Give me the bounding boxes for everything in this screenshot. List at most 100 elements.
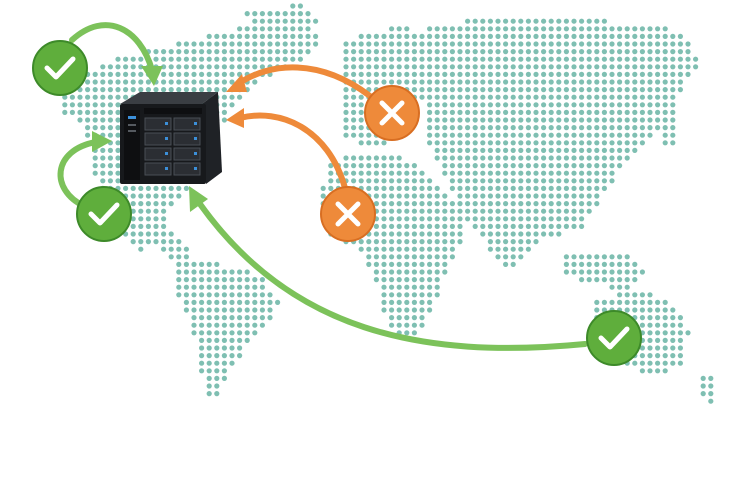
map-dot: [351, 178, 357, 184]
map-dot: [571, 147, 577, 153]
map-dot: [267, 33, 273, 40]
map-dot: [655, 33, 661, 40]
map-dot: [647, 292, 653, 298]
map-dot: [434, 216, 440, 222]
map-dot: [267, 307, 273, 313]
map-dot: [617, 117, 623, 123]
map-dot: [563, 163, 570, 169]
map-dot: [123, 64, 129, 70]
map-dot: [563, 109, 570, 115]
map-dot: [617, 64, 623, 70]
map-dot: [373, 239, 379, 245]
map-dot: [579, 185, 585, 191]
map-dot: [601, 87, 608, 93]
map-dot: [366, 56, 372, 62]
map-dot: [366, 163, 372, 169]
map-dot: [267, 315, 273, 321]
map-dot: [297, 41, 303, 47]
map-dot: [465, 64, 471, 70]
map-dot: [472, 109, 478, 115]
map-dot: [647, 117, 653, 123]
map-dot: [221, 299, 227, 305]
map-dot: [320, 185, 326, 191]
map-dot: [624, 33, 630, 40]
map-dot: [457, 178, 463, 184]
map-dot: [655, 368, 661, 374]
map-dot: [351, 102, 357, 108]
map-dot: [510, 87, 516, 93]
map-dot: [259, 292, 265, 298]
map-dot: [244, 33, 250, 40]
map-dot: [449, 33, 455, 40]
map-dot: [373, 33, 379, 40]
map-dot: [373, 140, 379, 146]
map-dot: [168, 201, 174, 207]
map-dot: [503, 117, 509, 123]
map-dot: [442, 94, 448, 100]
map-dot: [480, 147, 486, 153]
map-dot: [449, 254, 455, 260]
map-dot: [267, 18, 273, 24]
map-dot: [601, 155, 608, 161]
map-dot: [601, 26, 608, 32]
map-dot: [343, 102, 349, 108]
map-dot: [313, 41, 319, 47]
map-dot: [579, 132, 585, 138]
map-dot: [495, 132, 501, 138]
map-dot: [510, 193, 516, 199]
map-dot: [138, 64, 144, 70]
map-dot: [639, 71, 646, 77]
map-dot: [411, 185, 417, 191]
map-dot: [145, 201, 151, 207]
map-dot: [434, 64, 440, 70]
map-dot: [434, 292, 440, 298]
map-dot: [594, 163, 600, 169]
map-dot: [206, 330, 212, 336]
allowed-badge-north-america-south: [76, 186, 132, 242]
allowed-arrow-north-america-north: [69, 22, 155, 73]
map-dot: [556, 140, 562, 146]
map-dot: [411, 170, 417, 176]
map-dot: [563, 155, 570, 161]
map-dot: [92, 94, 98, 100]
map-dot: [503, 223, 509, 229]
map-dot: [465, 79, 471, 85]
map-dot: [221, 315, 227, 321]
blocked-arrowhead-russia: [226, 74, 247, 92]
map-dot: [495, 33, 501, 40]
map-dot: [221, 41, 227, 47]
map-dot: [457, 87, 463, 93]
map-dot: [465, 71, 471, 77]
map-dot: [176, 269, 182, 275]
map-dot: [503, 185, 509, 191]
map-dot: [525, 185, 532, 191]
map-dot: [229, 353, 235, 359]
map-dot: [510, 41, 516, 47]
map-dot: [259, 26, 265, 32]
map-dot: [404, 178, 410, 184]
map-dot: [571, 94, 577, 100]
map-dot: [548, 231, 554, 237]
map-dot: [647, 109, 653, 115]
map-dot: [655, 109, 661, 115]
map-dot: [206, 337, 212, 343]
map-dot: [237, 26, 243, 32]
map-dot: [183, 284, 189, 290]
map-dot: [389, 33, 395, 40]
map-dot: [389, 49, 395, 55]
map-dot: [199, 299, 205, 305]
map-dot: [221, 345, 227, 351]
map-dot: [601, 33, 608, 40]
map-dot: [145, 87, 151, 93]
map-dot: [366, 178, 372, 184]
drive-led: [165, 122, 168, 125]
map-dot: [138, 201, 144, 207]
map-dot: [161, 223, 167, 229]
map-dot: [404, 277, 410, 283]
map-dot: [548, 49, 554, 55]
map-dot: [297, 33, 303, 40]
map-dot: [434, 277, 440, 283]
map-dot: [168, 49, 174, 55]
map-dot: [685, 56, 691, 62]
drive-bay: [173, 162, 201, 176]
